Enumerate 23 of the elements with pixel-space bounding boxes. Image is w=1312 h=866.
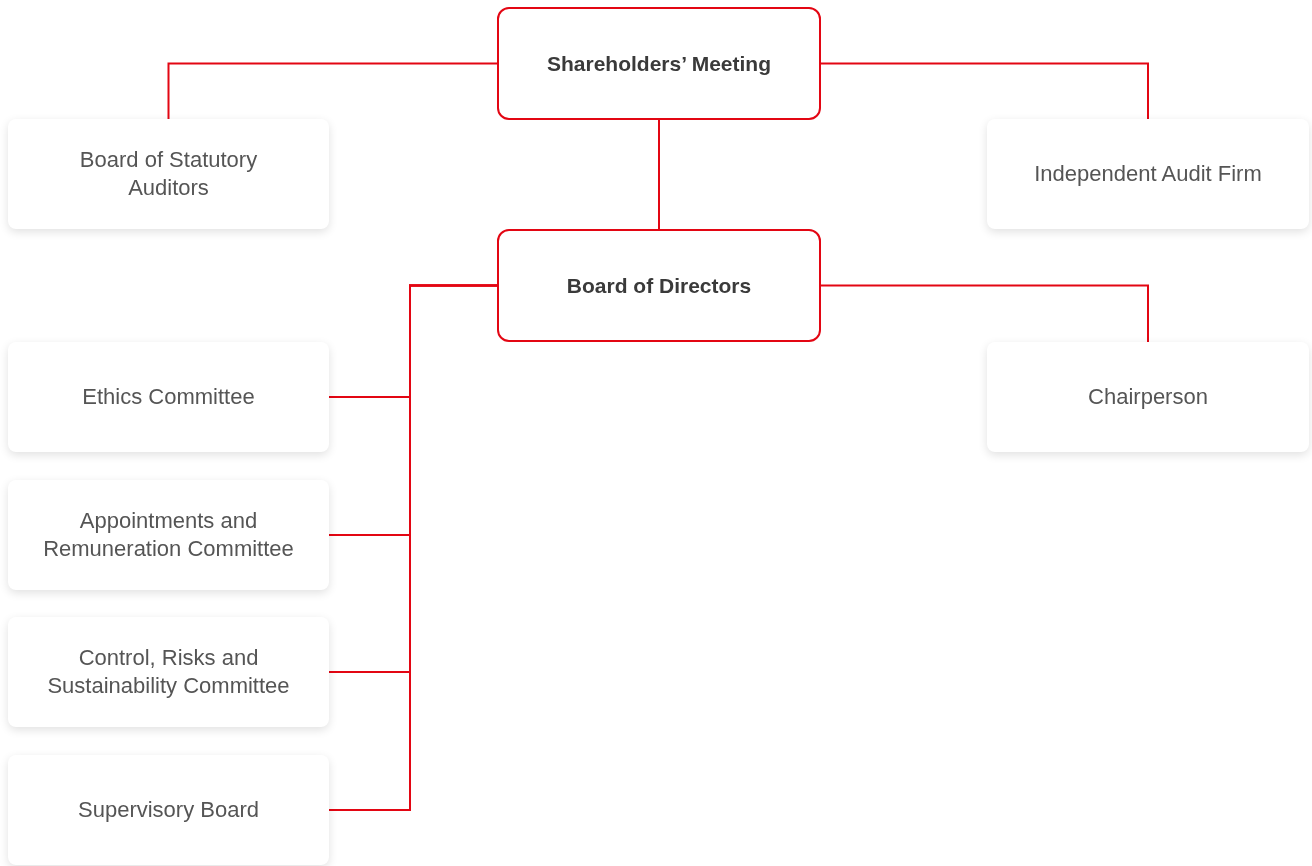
connector-line <box>658 119 660 230</box>
connector-line <box>820 284 1149 343</box>
node-label: Board of Directors <box>566 272 752 299</box>
connector-line <box>167 62 498 120</box>
connector-line <box>328 284 498 811</box>
governance-box <box>497 7 821 120</box>
org-card <box>8 617 329 727</box>
node-label: Appointments and Remuneration Committee <box>42 507 295 563</box>
connector-line <box>820 62 1149 120</box>
org-card <box>8 480 329 590</box>
org-card <box>8 119 329 229</box>
node-label: Shareholders’ Meeting <box>546 50 772 77</box>
org-card <box>987 119 1309 229</box>
org-card <box>8 755 329 865</box>
node-label: Board of Statutory Auditors <box>78 146 259 202</box>
node-label: Independent Audit Firm <box>1034 160 1262 188</box>
governance-box <box>497 229 821 342</box>
org-card <box>8 342 329 452</box>
node-label: Control, Risks and Sustainability Committee <box>46 644 291 700</box>
org-card <box>987 342 1309 452</box>
node-label: Ethics Committee <box>82 383 255 411</box>
node-label: Chairperson <box>1088 383 1208 411</box>
node-label: Supervisory Board <box>78 796 259 824</box>
